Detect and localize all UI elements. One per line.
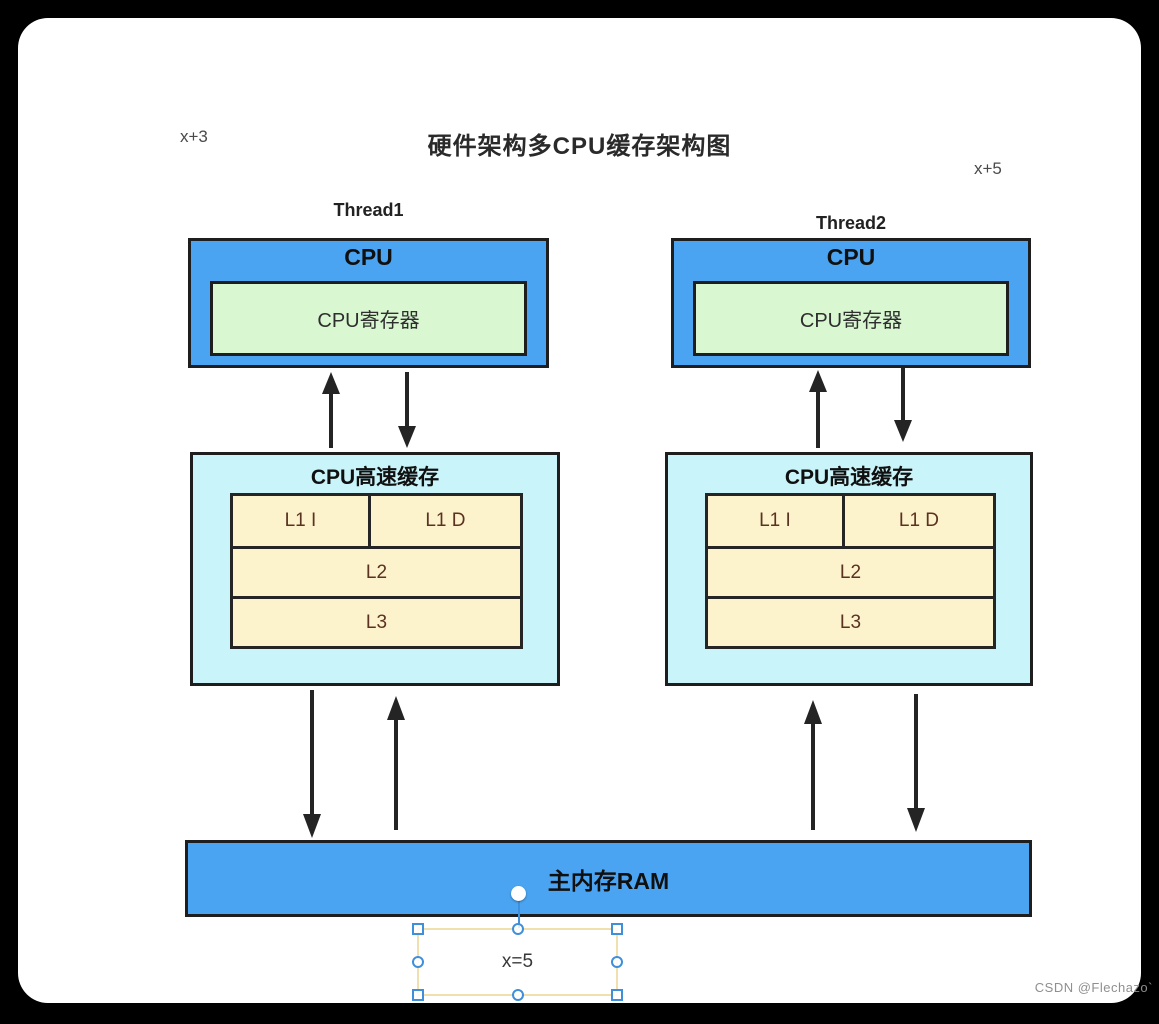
x5-textbox-selected[interactable]: x=5	[412, 923, 623, 1001]
connection-point-dot[interactable]	[511, 886, 526, 901]
cpu2-title: CPU	[826, 244, 876, 270]
cpu1-register-label: CPU寄存器	[317, 310, 420, 332]
cache1-cell-l1d[interactable]: L1 D	[367, 496, 520, 546]
annotation-x-plus-5: x+5	[974, 159, 1002, 178]
cache2-cell-l3[interactable]: L3	[708, 599, 993, 646]
csdn-watermark: CSDN @Flechazo`	[1034, 980, 1153, 995]
cache2-cell-l2[interactable]: L2	[708, 549, 993, 596]
arrow-cache1-to-ram-down	[303, 690, 321, 838]
resize-handle-bottom-right[interactable]	[611, 989, 623, 1001]
arrow-cpu1-to-cache1-down	[398, 372, 416, 448]
cache1-cell-l2[interactable]: L2	[233, 549, 520, 596]
main-memory-label: 主内存RAM	[547, 867, 670, 894]
cpu1-block[interactable]: CPU CPU寄存器	[188, 238, 549, 368]
arrow-ram-to-cache2-up	[804, 700, 822, 830]
cache2-row-l2: L2	[708, 546, 993, 596]
cpu1-register-box[interactable]: CPU寄存器	[210, 281, 527, 356]
cache1-row-l2: L2	[233, 546, 520, 596]
cpu2-register-label: CPU寄存器	[799, 310, 903, 332]
x5-textbox-label: x=5	[501, 951, 534, 972]
resize-handle-bottom-left[interactable]	[412, 989, 424, 1001]
connection-line	[518, 898, 520, 929]
cache1-row-l1: L1 I L1 D	[233, 496, 520, 546]
resize-handle-top-right[interactable]	[611, 923, 623, 935]
annotation-x-plus-3: x+3	[180, 127, 208, 146]
cache2-row-l3: L3	[708, 596, 993, 646]
thread1-label: Thread1	[333, 200, 404, 220]
thread2-label: Thread2	[815, 213, 887, 233]
main-memory-block[interactable]: 主内存RAM	[185, 840, 1032, 917]
diagram-canvas: 硬件架构多CPU缓存架构图 x+3 x+5 Thread1 Thread2 CP…	[18, 18, 1141, 1003]
cache1-cell-l3[interactable]: L3	[233, 599, 520, 646]
cpu2-register-box[interactable]: CPU寄存器	[693, 281, 1009, 356]
resize-handle-left-center[interactable]	[412, 956, 424, 968]
resize-handle-top-center[interactable]	[511, 923, 524, 935]
cache2-table: L1 I L1 D L2 L3	[705, 493, 996, 649]
cache1-title: CPU高速缓存	[310, 466, 440, 489]
resize-handle-right-center[interactable]	[611, 956, 623, 968]
cache1-cell-l1i[interactable]: L1 I	[233, 496, 368, 546]
cache2-block[interactable]: CPU高速缓存 L1 I L1 D L2 L3	[665, 452, 1033, 686]
arrow-cache2-to-ram-down	[907, 694, 925, 832]
arrow-cpu2-to-cache2-down	[894, 368, 912, 442]
cpu2-block[interactable]: CPU CPU寄存器	[671, 238, 1031, 368]
cache2-row-l1: L1 I L1 D	[708, 496, 993, 546]
cache2-cell-l1i[interactable]: L1 I	[708, 496, 842, 546]
resize-handle-top-left[interactable]	[412, 923, 424, 935]
cache1-table: L1 I L1 D L2 L3	[230, 493, 523, 649]
diagram-title: 硬件架构多CPU缓存架构图	[427, 133, 732, 160]
cache1-row-l3: L3	[233, 596, 520, 646]
resize-handle-bottom-center[interactable]	[511, 989, 524, 1001]
cache2-title: CPU高速缓存	[784, 466, 914, 489]
arrow-cache1-to-cpu1-up	[322, 372, 340, 448]
arrow-cache2-to-cpu2-up	[809, 370, 827, 448]
cache1-block[interactable]: CPU高速缓存 L1 I L1 D L2 L3	[190, 452, 560, 686]
cache2-cell-l1d[interactable]: L1 D	[841, 496, 993, 546]
arrow-ram-to-cache1-up	[387, 696, 405, 830]
cpu1-title: CPU	[344, 244, 393, 270]
